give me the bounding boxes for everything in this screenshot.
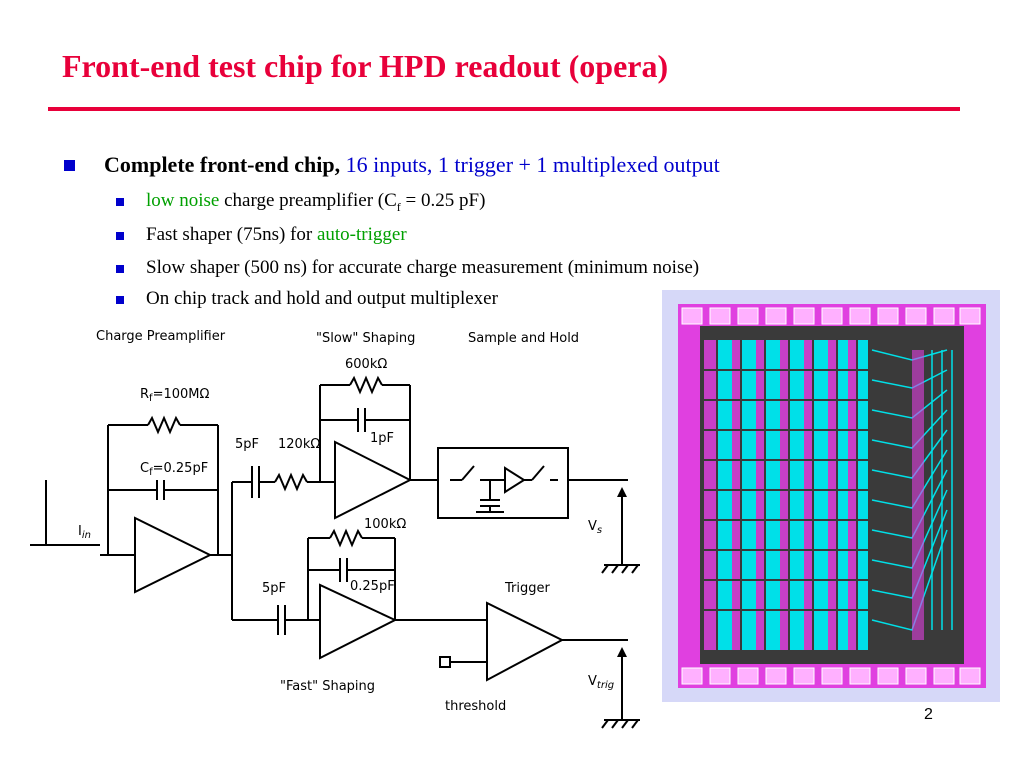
sub-bullet-1-text-a: charge preamplifier (C <box>224 190 397 211</box>
label-threshold: threshold <box>445 699 506 714</box>
label-res-120k: 120kΩ <box>278 437 320 452</box>
sub-bullet-2-green: auto-trigger <box>316 224 407 245</box>
bullet-square-icon <box>116 265 124 273</box>
sub-bullet-4-text: On chip track and hold and output multip… <box>146 288 498 309</box>
bullet-main-rest: 16 inputs, 1 trigger + 1 multiplexed out… <box>345 152 720 177</box>
bullet-main-bold: Complete front-end chip, <box>104 152 341 177</box>
slide-title: Front-end test chip for HPD readout (ope… <box>62 48 669 84</box>
sub-bullet-3-text: Slow shaper (500 ns) for accurate charge… <box>146 257 700 278</box>
label-vs: Vs <box>588 519 602 536</box>
label-cap-1pf: 1pF <box>370 431 394 446</box>
label-rf: Rf=100MΩ <box>140 387 210 404</box>
label-trigger: Trigger <box>504 581 550 596</box>
label-vtrig: Vtrig <box>588 674 614 691</box>
sub-bullet-1-text-b: = 0.25 pF) <box>405 190 486 211</box>
label-iin: Iin <box>78 524 91 541</box>
page-number: 2 <box>924 706 933 723</box>
bullet-square-icon <box>116 232 124 240</box>
label-cap-5pf-fast: 5pF <box>262 581 286 596</box>
sub-bullet-1-green: low noise <box>146 190 220 211</box>
bullet-square-icon <box>116 198 124 206</box>
chip-layout-image <box>662 290 1000 702</box>
bullet-square-icon <box>116 296 124 304</box>
sub-bullet-2-text: Fast shaper (75ns) for <box>146 224 313 245</box>
label-sample-hold: Sample and Hold <box>468 331 579 346</box>
bullet-square-icon <box>64 160 75 171</box>
label-fast-shaping: "Fast" Shaping <box>280 679 375 694</box>
label-res-100k: 100kΩ <box>364 517 406 532</box>
label-cap-5pf-slow: 5pF <box>235 437 259 452</box>
label-cap-025pf: 0.25pF <box>350 579 395 594</box>
sub-bullet-1-subscript: f <box>396 199 401 214</box>
label-preamp: Charge Preamplifier <box>96 329 226 344</box>
label-slow-shaping: "Slow" Shaping <box>316 331 415 346</box>
label-res-600k: 600kΩ <box>345 357 387 372</box>
title-underline <box>48 107 960 111</box>
label-cf: Cf=0.25pF <box>140 461 208 478</box>
